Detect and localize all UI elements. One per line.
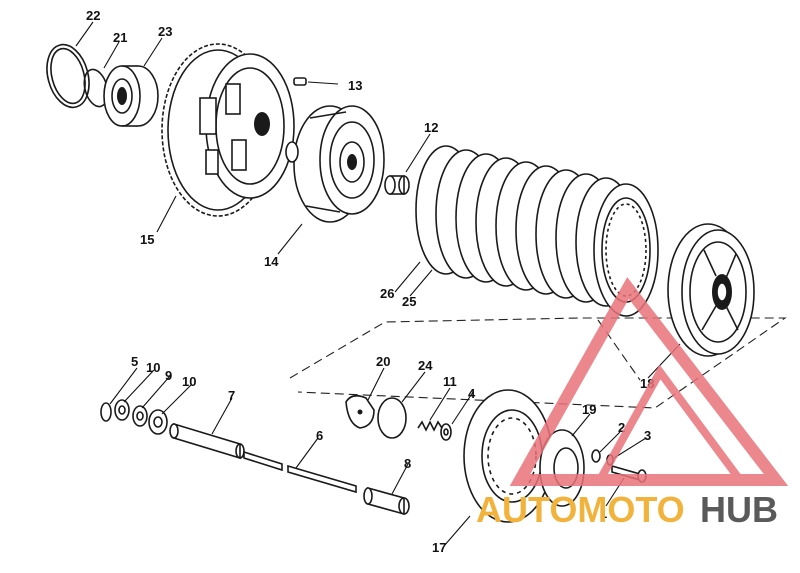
label-15: 15 (140, 232, 154, 247)
label-11: 11 (443, 374, 457, 389)
nut-9 (132, 405, 148, 427)
label-10b: 10 (182, 374, 196, 389)
pushrod-end-8 (363, 486, 410, 516)
label-17: 17 (432, 540, 446, 555)
label-21: 21 (113, 30, 127, 45)
label-6: 6 (316, 428, 323, 443)
label-19: 19 (582, 402, 596, 417)
watermark-text: AUTOMOTO HUB (476, 489, 778, 530)
label-8: 8 (404, 456, 411, 471)
label-1: 1 (600, 506, 607, 521)
callout-labels: 22 21 23 13 12 15 14 26 25 18 20 24 11 4… (86, 8, 654, 555)
watermark-triangle-inner (593, 364, 748, 484)
label-26: 26 (380, 286, 394, 301)
dashed-leader (597, 319, 641, 381)
clutch-plate-stack-25-26 (415, 145, 659, 317)
spring-11 (417, 420, 443, 432)
lockwasher-5 (100, 402, 112, 422)
spring-retainer-24 (377, 397, 407, 439)
clutch-sprocket-15 (161, 43, 295, 217)
washer-10b (148, 409, 168, 435)
watermark-text-hub: HUB (700, 489, 778, 530)
clutch-hub-14 (285, 105, 385, 223)
label-9: 9 (165, 368, 172, 383)
adjusting-screw-4 (440, 423, 452, 441)
watermark-text-automoto: AUTOMOTO (476, 489, 685, 530)
spring-plate-19 (539, 429, 585, 507)
label-13: 13 (348, 78, 362, 93)
label-24: 24 (418, 358, 433, 373)
label-4: 4 (468, 386, 476, 401)
label-5: 5 (131, 354, 138, 369)
bearing-23 (103, 65, 159, 127)
watermark-logo (509, 277, 789, 486)
label-7: 7 (228, 388, 235, 403)
leader-lines (75, 21, 681, 547)
pressure-plate-18 (667, 223, 755, 357)
pushrod-tube-7 (169, 422, 245, 460)
label-23: 23 (158, 24, 172, 39)
label-20: 20 (376, 354, 390, 369)
washer-10a (114, 399, 130, 421)
bushing-12 (384, 175, 410, 195)
label-22: 22 (86, 8, 100, 23)
label-25: 25 (402, 294, 416, 309)
label-2: 2 (618, 420, 625, 435)
label-10a: 10 (146, 360, 160, 375)
pushrod-6 (243, 450, 357, 494)
label-14: 14 (264, 254, 279, 269)
label-12: 12 (424, 120, 438, 135)
nut-2 (591, 449, 601, 463)
label-3: 3 (644, 428, 651, 443)
adjusting-plate-20 (345, 394, 375, 429)
key-13 (293, 77, 307, 86)
retaining-ring-22 (46, 43, 90, 109)
